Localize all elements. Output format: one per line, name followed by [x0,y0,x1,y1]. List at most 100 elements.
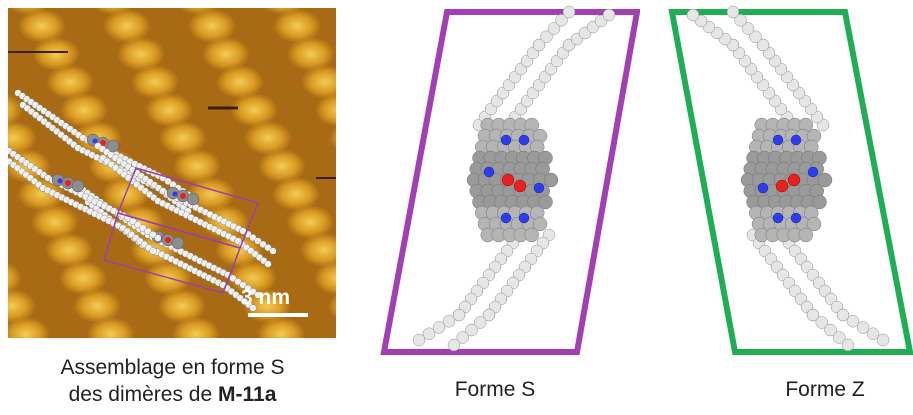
atom [876,333,890,347]
nitrogen-atom [790,212,802,224]
oxygen-atom [775,179,789,193]
atom [532,38,546,52]
nitrogen-atom [172,191,178,197]
atom [144,227,152,235]
atom [540,30,553,43]
stm-blob [8,289,36,323]
atom [726,5,740,19]
atom [432,321,446,334]
form-s-molecule [412,5,616,352]
stm-blob [287,37,335,71]
atom [749,30,762,43]
nitrogen-atom [772,134,784,146]
atom [264,260,272,268]
nitrogen-atom [533,182,545,194]
core-atom [812,194,827,210]
atom [815,316,828,329]
stm-blob [244,121,292,155]
nitrogen-atom [518,212,530,224]
stm-blob [8,317,50,338]
caption-stm-line1: Assemblage en forme S [60,356,285,379]
atom [562,5,576,19]
oxygen-atom [501,173,515,187]
stm-blob [216,65,264,99]
atom [555,14,568,27]
atom [602,8,616,22]
nitrogen-atom [57,178,63,184]
oxygen-atom [165,237,171,243]
stm-blob [158,289,206,323]
atom [259,240,267,248]
stm-blob [286,205,334,239]
form-s-model [380,5,640,355]
atom [482,308,496,322]
nitrogen-atom [790,134,802,146]
oxygen-atom [65,180,71,186]
core-atom [71,179,85,193]
atom [134,221,142,229]
stm-blob [315,93,336,127]
stm-image: 3 nm [8,8,336,338]
atom [254,237,262,245]
oxygen-atom [100,140,106,146]
caption-form-z: Forme Z [785,378,865,401]
atom [442,315,456,328]
atom [846,315,860,328]
core-atom [817,172,833,188]
core-atom [806,216,822,232]
nitrogen-atom [500,212,512,224]
stm-blob [32,37,80,71]
stm-blob [301,65,336,99]
atom [856,321,870,334]
atom [249,234,257,242]
atom [824,323,837,337]
atom [249,304,257,312]
stm-blob [273,9,321,43]
stm-blob [131,65,179,99]
nitrogen-atom [807,166,819,178]
atom [452,308,466,322]
atom [836,308,850,322]
stm-blob [8,94,23,126]
form-z-molecule [686,5,890,352]
stm-blob [172,317,220,338]
caption-stm: Assemblage en forme S des dimères de M-1… [0,354,345,408]
atom [234,278,242,286]
stm-blob [145,93,193,127]
stm-blob [45,233,93,267]
nitrogen-atom [500,134,512,146]
stm-blob [188,9,236,43]
stm-blob [8,121,37,155]
nitrogen-atom [92,138,98,144]
caption-stm-line2: des dimères de M-11a [0,381,345,408]
core-atom [186,192,200,206]
stm-blob [46,65,94,99]
stm-blob [230,93,278,127]
atom [756,38,770,52]
core-atom [524,227,539,243]
stm-blob [117,37,165,71]
atom [244,284,252,292]
scale-bar-label: 3 nm [241,286,290,309]
stm-blob [202,37,250,71]
nitrogen-atom [483,166,495,178]
core-atom [171,236,185,250]
atom [264,244,272,252]
core-atom [798,227,813,243]
atom [149,231,157,239]
atom [229,274,237,282]
core-atom [106,139,120,153]
stm-blob [73,289,121,323]
atom [547,22,561,35]
atom [447,338,461,352]
core-atom [538,194,553,210]
atom [149,247,157,255]
core-atom [543,172,559,188]
nitrogen-atom [518,134,530,146]
stm-blob [159,121,207,155]
atom [841,338,855,352]
atom [686,8,700,22]
caption-form-s: Forme S [454,378,536,401]
caption-stm-compound: M-11a [218,383,277,406]
atom [833,331,846,344]
